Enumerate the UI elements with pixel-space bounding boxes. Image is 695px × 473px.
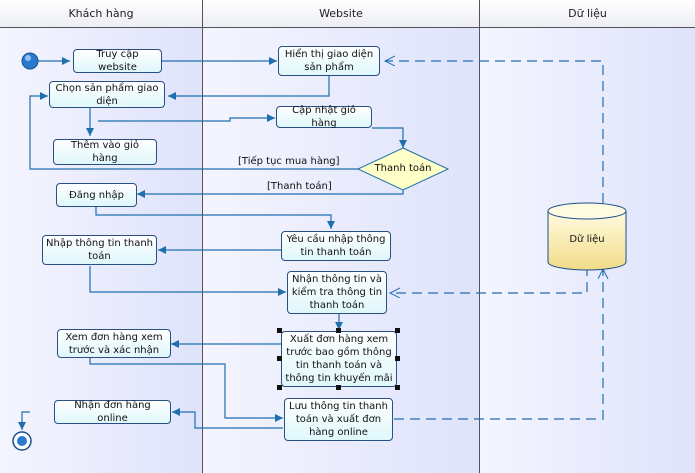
node-xuat-don-hang[interactable]: Xuất đơn hàng xem trước bao gồm thông ti… [281, 331, 397, 387]
selection-handle-top-right[interactable] [395, 328, 400, 333]
datastore-shape [547, 202, 627, 271]
start-node [21, 52, 39, 70]
node-luu-thong-tin[interactable]: Lưu thông tin thanh toán và xuất đơn hàn… [284, 398, 393, 441]
selection-handle-top-left[interactable] [277, 328, 282, 333]
lane-header-khach-hang: Khách hàng [0, 0, 202, 28]
node-dang-nhap[interactable]: Đăng nhập [56, 183, 137, 207]
edge-chon-sp-to-cap-nhat[interactable] [98, 114, 275, 122]
edge-dang-nhap-to-yeu-cau[interactable] [95, 207, 335, 229]
edge-cap-nhat-to-thanh-toan[interactable] [372, 127, 407, 148]
selection-handle-bottom-right[interactable] [395, 385, 400, 390]
node-chon-san-pham[interactable]: Chọn sản phẩm giao diện [49, 81, 165, 108]
edge-luu-tt-to-nhan-don[interactable] [172, 408, 283, 429]
end-node [12, 431, 32, 451]
dashed-luu-tt-to-datastore[interactable] [394, 269, 603, 420]
lane-header-website: Website [203, 0, 479, 28]
edge-xem-don-to-luu-tt[interactable] [89, 358, 283, 422]
edge-label-tiep-tuc-mua-hang: [Tiếp tục mua hàng] [238, 156, 340, 167]
node-hien-thi-giao-dien[interactable]: Hiển thị giao diện sản phẩm [278, 46, 380, 76]
selection-handle-bottom-left[interactable] [277, 385, 282, 390]
dashed-datastore-to-nhan-tt[interactable] [390, 266, 588, 293]
selection-handle-middle-right[interactable] [395, 356, 400, 361]
selection-handle-top-middle[interactable] [336, 328, 341, 333]
datastore-label[interactable]: Dữ liệu [569, 234, 605, 245]
node-yeu-cau-nhap-thong-tin[interactable]: Yêu cầu nhập thông tin thanh toán [281, 231, 391, 261]
lane-header-du-lieu: Dữ liệu [480, 0, 695, 28]
edge-tiep-tuc-mua-hang[interactable] [29, 92, 360, 170]
selection-handle-bottom-middle[interactable] [336, 385, 341, 390]
decision-thanh-toan-label[interactable]: Thanh toán [374, 163, 432, 174]
node-nhan-thong-tin[interactable]: Nhận thông tin và kiểm tra thông tin tha… [287, 271, 387, 314]
lane-khach-hang: Khách hàng [0, 0, 203, 473]
node-them-vao-gio-hang[interactable]: Thêm vào giỏ hàng [53, 139, 157, 165]
selection-handle-middle-left[interactable] [277, 356, 282, 361]
node-xem-don-hang[interactable]: Xem đơn hàng xem trước và xác nhận [57, 329, 171, 358]
edge-label-thanh-toan: [Thanh toán] [267, 181, 332, 192]
decision-thanh-toan-shape [356, 147, 450, 191]
node-nhap-thong-tin-thanh-toan[interactable]: Nhập thông tin thanh toán [42, 235, 157, 265]
node-cap-nhat-gio-hang[interactable]: Cập nhật giỏ hàng [276, 105, 372, 129]
node-nhan-don-hang-online[interactable]: Nhận đơn hàng online [54, 400, 171, 424]
edge-nhap-tt-to-nhan-tt[interactable] [89, 266, 286, 296]
edge-nhan-don-to-end[interactable] [18, 411, 30, 430]
edge-hien-thi-to-chon-sp[interactable] [168, 76, 330, 100]
node-truy-cap-website[interactable]: Truy cập website [73, 49, 162, 73]
